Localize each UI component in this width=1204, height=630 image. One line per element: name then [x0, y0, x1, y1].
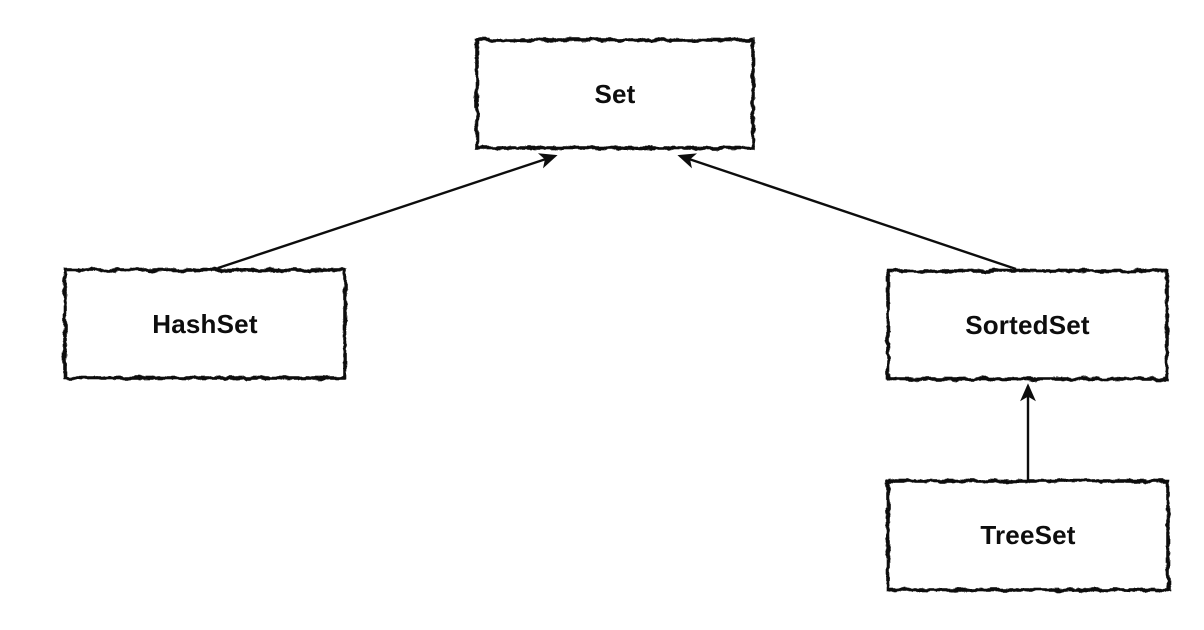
node-box-hashset — [63, 268, 347, 380]
node-box-sortedset — [886, 269, 1169, 381]
node-label-hashset: HashSet — [152, 308, 258, 339]
node-box-treeset — [886, 479, 1170, 592]
node-box-set — [475, 38, 755, 150]
node-label-sortedset: SortedSet — [965, 309, 1090, 340]
edge-sortedset-to-set — [677, 153, 1017, 271]
node-label-set: Set — [594, 78, 636, 109]
edge-hashset-to-set — [217, 153, 558, 270]
node-label-treeset: TreeSet — [980, 520, 1076, 550]
